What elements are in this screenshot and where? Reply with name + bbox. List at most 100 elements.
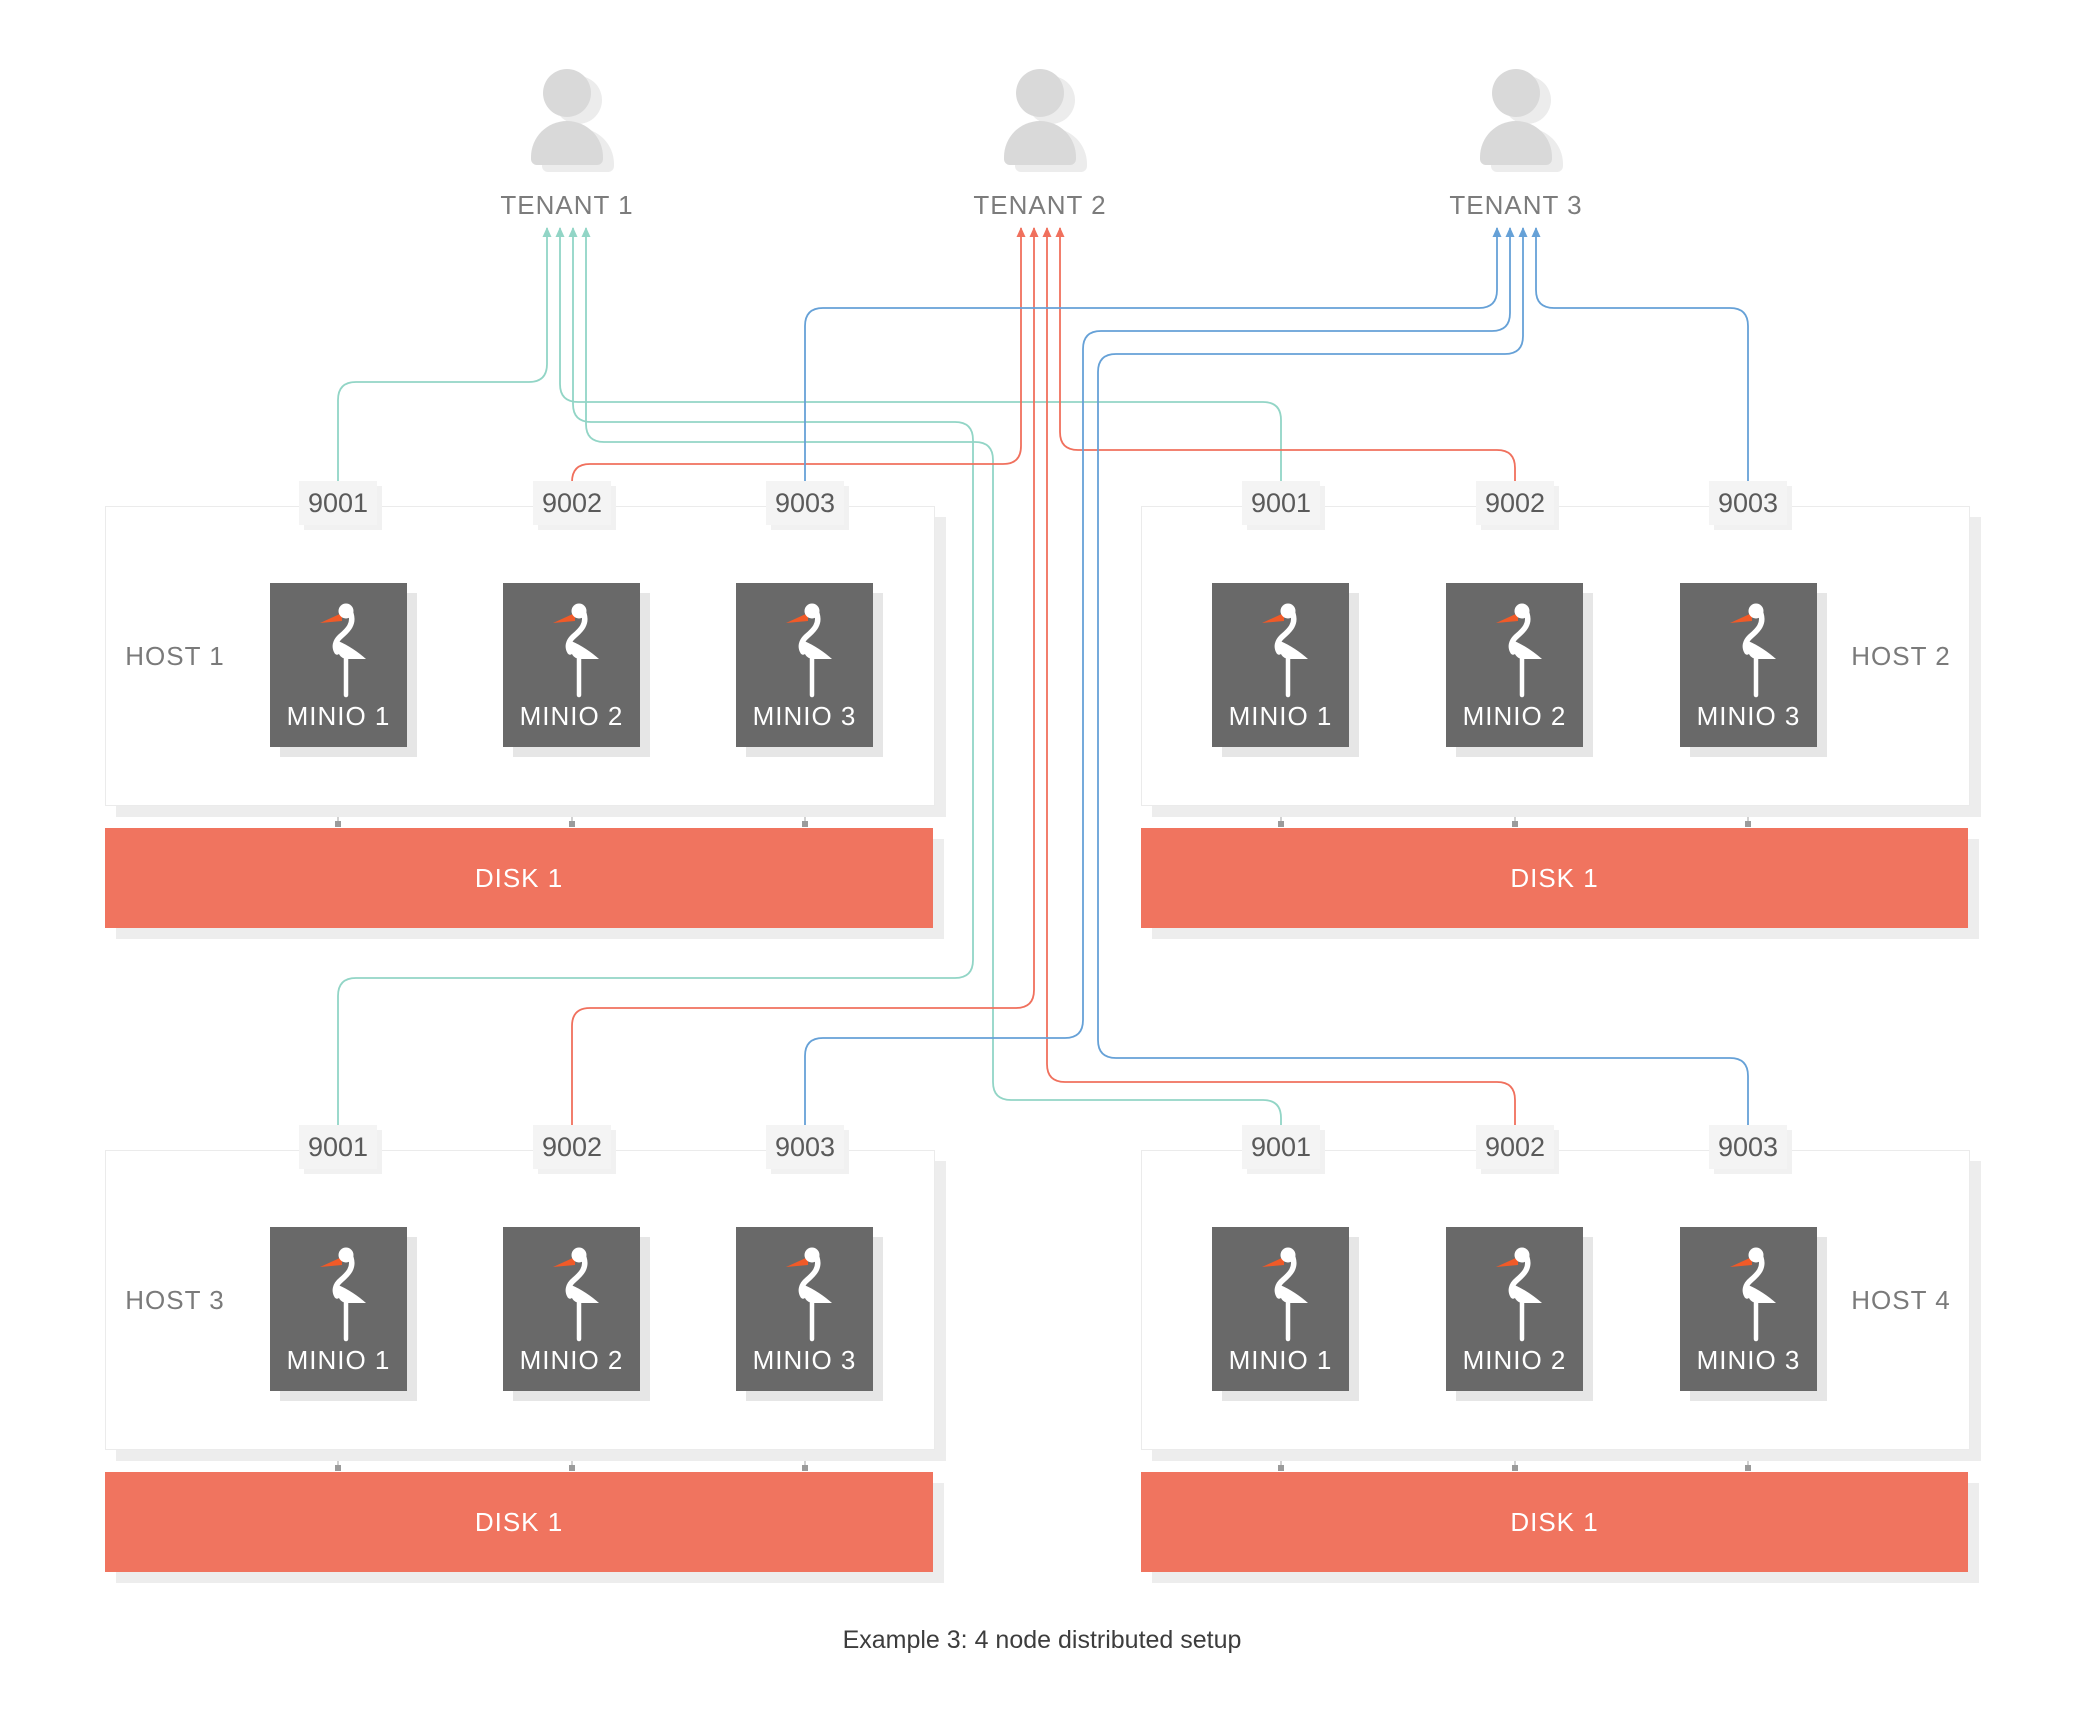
tenant-2: TENANT 2: [973, 52, 1106, 222]
minio-label: MINIO 2: [1462, 701, 1567, 731]
minio-label: MINIO 3: [1696, 701, 1801, 731]
host-4-port-9001: 9001: [1242, 1125, 1320, 1169]
minio-stork-icon: [541, 1239, 601, 1343]
arrow-up-icon: [1492, 227, 1502, 237]
connection-line-tenant-2-to-host-4-port-9002: [1046, 228, 1516, 1222]
user-icon: [1492, 69, 1540, 117]
disk-link-endpoint: [802, 1465, 808, 1471]
host-1-disk: DISK 1: [105, 828, 933, 928]
host-3-port-9002: 9002: [533, 1125, 611, 1169]
connection-line-tenant-2-to-host-1-port-9002: [571, 228, 1022, 578]
minio-stork-icon: [1718, 1239, 1778, 1343]
minio-label: MINIO 3: [752, 701, 857, 731]
tenant-3: TENANT 3: [1449, 52, 1582, 222]
minio-label: MINIO 1: [1228, 1345, 1333, 1375]
disk-link-endpoint: [335, 1465, 341, 1471]
connection-line-tenant-2-to-host-2-port-9002: [1059, 228, 1516, 578]
host-2-label: HOST 2: [1851, 641, 1951, 671]
arrow-up-icon: [1016, 227, 1026, 237]
host-2-minio-3: MINIO 3: [1680, 583, 1817, 747]
connection-line-tenant-3-to-host-1-port-9003: [804, 228, 1498, 578]
tenant-label: TENANT 3: [1449, 190, 1583, 220]
user-icon: [1480, 121, 1552, 165]
host-2-port-9003: 9003: [1709, 481, 1787, 525]
host-3-minio-1: MINIO 1: [270, 1227, 407, 1391]
minio-stork-icon: [1250, 595, 1310, 699]
tenant-label: TENANT 1: [500, 190, 634, 220]
minio-label: MINIO 3: [752, 1345, 857, 1375]
host-3-label: HOST 3: [125, 1285, 225, 1315]
minio-stork-icon: [541, 595, 601, 699]
connection-line-tenant-2-to-host-3-port-9002: [571, 228, 1035, 1222]
host-4-minio-3: MINIO 3: [1680, 1227, 1817, 1391]
host-2-port-9001: 9001: [1242, 481, 1320, 525]
minio-label: MINIO 2: [519, 701, 624, 731]
arrow-up-icon: [1531, 227, 1541, 237]
host-1-minio-1: MINIO 1: [270, 583, 407, 747]
host-4-label: HOST 4: [1851, 1285, 1951, 1315]
connection-line-tenant-1-to-host-4-port-9001: [585, 228, 1282, 1222]
disk-link-endpoint: [1512, 1465, 1518, 1471]
host-4-port-9003: 9003: [1709, 1125, 1787, 1169]
minio-stork-icon: [774, 1239, 834, 1343]
host-2-minio-2: MINIO 2: [1446, 583, 1583, 747]
diagram-caption: Example 3: 4 node distributed setup: [842, 1626, 1242, 1654]
disk-link-endpoint: [802, 821, 808, 827]
host-4-port-9002: 9002: [1476, 1125, 1554, 1169]
minio-label: MINIO 3: [1696, 1345, 1801, 1375]
minio-stork-icon: [1718, 595, 1778, 699]
host-3-disk: DISK 1: [105, 1472, 933, 1572]
connection-line-tenant-3-to-host-4-port-9003: [1097, 228, 1749, 1222]
minio-stork-icon: [308, 1239, 368, 1343]
arrow-up-icon: [568, 227, 578, 237]
host-3-port-9001: 9001: [299, 1125, 377, 1169]
arrow-up-icon: [1029, 227, 1039, 237]
host-4-minio-1: MINIO 1: [1212, 1227, 1349, 1391]
connection-line-tenant-1-to-host-3-port-9001: [337, 228, 974, 1222]
host-2-minio-1: MINIO 1: [1212, 583, 1349, 747]
host-1-port-9002: 9002: [533, 481, 611, 525]
arrow-up-icon: [1518, 227, 1528, 237]
connection-line-tenant-3-to-host-2-port-9003: [1535, 228, 1749, 578]
tenant-label: TENANT 2: [973, 190, 1107, 220]
minio-label: MINIO 1: [286, 701, 391, 731]
minio-label: MINIO 1: [286, 1345, 391, 1375]
user-icon: [531, 121, 603, 165]
arrow-up-icon: [555, 227, 565, 237]
minio-stork-icon: [1250, 1239, 1310, 1343]
minio-label: MINIO 1: [1228, 701, 1333, 731]
minio-stork-icon: [308, 595, 368, 699]
host-1-minio-2: MINIO 2: [503, 583, 640, 747]
disk-link-endpoint: [335, 821, 341, 827]
arrow-up-icon: [1042, 227, 1052, 237]
host-4-disk: DISK 1: [1141, 1472, 1968, 1572]
connection-line-tenant-1-to-host-2-port-9001: [559, 228, 1282, 578]
user-icon: [1004, 121, 1076, 165]
tenant-1: TENANT 1: [500, 52, 633, 222]
host-2-port-9002: 9002: [1476, 481, 1554, 525]
host-1-port-9003: 9003: [766, 481, 844, 525]
connection-line-tenant-1-to-host-1-port-9001: [337, 228, 548, 578]
disk-link-endpoint: [569, 1465, 575, 1471]
arrow-up-icon: [542, 227, 552, 237]
host-1-label: HOST 1: [125, 641, 225, 671]
host-3-minio-2: MINIO 2: [503, 1227, 640, 1391]
disk-link-endpoint: [1745, 821, 1751, 827]
host-3-port-9003: 9003: [766, 1125, 844, 1169]
host-4-minio-2: MINIO 2: [1446, 1227, 1583, 1391]
arrow-up-icon: [1055, 227, 1065, 237]
disk-link-endpoint: [1278, 821, 1284, 827]
disk-link-endpoint: [1278, 1465, 1284, 1471]
minio-label: MINIO 2: [519, 1345, 624, 1375]
minio-stork-icon: [774, 595, 834, 699]
arrow-up-icon: [1505, 227, 1515, 237]
host-2-disk: DISK 1: [1141, 828, 1968, 928]
arrow-up-icon: [581, 227, 591, 237]
user-icon: [543, 69, 591, 117]
connection-line-tenant-3-to-host-3-port-9003: [804, 228, 1511, 1222]
user-icon: [1016, 69, 1064, 117]
disk-link-endpoint: [1512, 821, 1518, 827]
host-1-minio-3: MINIO 3: [736, 583, 873, 747]
